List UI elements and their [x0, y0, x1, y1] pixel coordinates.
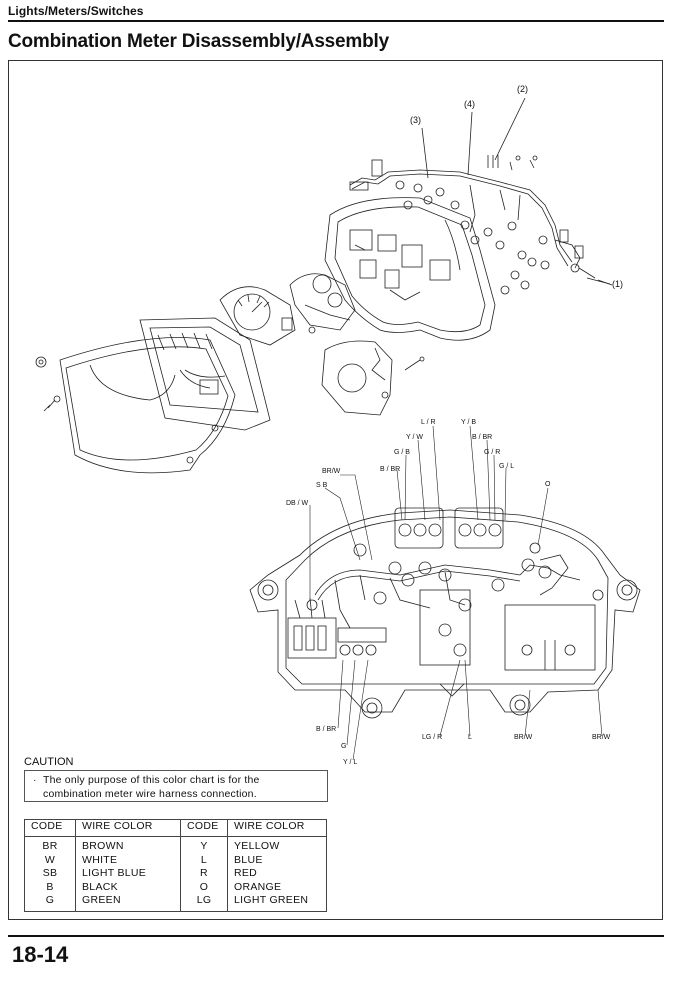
caution-heading: CAUTION: [24, 756, 74, 768]
table-header-color-2: WIRE COLOR: [227, 819, 327, 837]
callout-1: (1): [612, 279, 623, 289]
callout-2: (2): [517, 84, 528, 94]
callout-leaders: [421, 97, 611, 285]
rear-harness: [314, 554, 581, 629]
caution-bullet: ·: [33, 774, 37, 786]
diagram-frame: [8, 60, 663, 920]
page-number: 18-14: [12, 942, 69, 967]
footer-rule: [8, 935, 664, 937]
wire-label-g-l: G / L: [499, 463, 514, 470]
tachometer-unit: [321, 340, 425, 416]
callout-4: (4): [464, 99, 475, 109]
screw-right: [570, 263, 613, 286]
page-title: Combination Meter Disassembly/Assembly: [8, 31, 389, 52]
wire-label-y-l: Y / L: [343, 759, 357, 766]
wire-label-br-w-bottom-2: BR/W: [592, 734, 611, 741]
table-header-row: CODE WIRE COLOR CODE WIRE COLOR: [24, 819, 327, 837]
wire-label-y-b: Y / B: [461, 419, 476, 426]
rear-meter-case: [249, 509, 641, 719]
wire-label-b-br-left: B / BR: [380, 466, 400, 473]
callout-3: (3): [410, 115, 421, 125]
wire-label-sb: S B: [316, 482, 328, 489]
wire-label-g: G: [341, 743, 346, 750]
connectors-group: [487, 155, 538, 171]
wire-color-table: CODE WIRE COLOR CODE WIRE COLOR BR W SB …: [24, 819, 327, 912]
table-cell-codes-1: BR W SB B G: [24, 836, 76, 912]
front-lens-cover: [59, 337, 236, 474]
table-header-color-1: WIRE COLOR: [75, 819, 181, 837]
wire-label-l-r: L / R: [421, 419, 436, 426]
table-cell-colors-2: YELLOW BLUE RED ORANGE LIGHT GREEN: [227, 836, 327, 912]
header-rule: [8, 20, 664, 22]
table-cell-codes-2: Y L R O LG: [180, 836, 228, 912]
meter-panel-housing: [139, 317, 271, 431]
table-row: BR W SB B G BROWN WHITE LIGHT BLUE BLACK…: [24, 836, 327, 912]
wire-label-br-w-bottom-1: BR/W: [514, 734, 533, 741]
wire-label-g-b: G / B: [394, 449, 410, 456]
section-header: Lights/Meters/Switches: [8, 4, 144, 18]
wire-label-o: O: [545, 481, 551, 488]
wire-harness: [349, 159, 584, 269]
table-header-code-2: CODE: [180, 819, 228, 837]
rear-connector-block: [287, 597, 387, 659]
meter-case: [324, 197, 496, 341]
gauge-unit: [289, 273, 356, 334]
rear-sockets: [373, 507, 552, 657]
table-header-code-1: CODE: [24, 819, 76, 837]
screw-left: [35, 356, 61, 412]
wire-label-lg-r: LG / R: [422, 734, 442, 741]
speedometer-dial: [219, 286, 296, 346]
wire-labels: L / R Y / B Y / W B / BR G / B G / R BR/…: [286, 419, 611, 766]
wire-label-y-w: Y / W: [406, 434, 423, 441]
caution-note: · The only purpose of this color chart i…: [24, 770, 328, 802]
wire-label-b-br-bottom: B / BR: [316, 726, 336, 733]
wire-label-g-r: G / R: [484, 449, 500, 456]
wire-label-b-br: B / BR: [472, 434, 492, 441]
caution-text: The only purpose of this color chart is …: [43, 774, 260, 800]
wire-leaders: [309, 425, 603, 761]
bulb-sockets: [395, 180, 550, 295]
wire-label-db-w: DB / W: [286, 500, 309, 507]
table-cell-colors-1: BROWN WHITE LIGHT BLUE BLACK GREEN: [75, 836, 181, 912]
wire-label-br-w-top: BR/W: [322, 468, 341, 475]
wire-label-l: L: [468, 734, 472, 741]
